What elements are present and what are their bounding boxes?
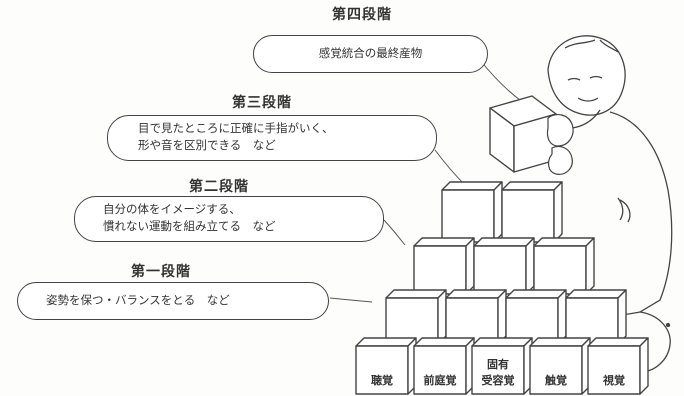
- stage-2-bubble: 自分の体をイメージする、 慣れない運動を組み立てる など: [74, 196, 384, 242]
- stage-2-line-2: 慣れない運動を組み立てる など: [103, 219, 276, 234]
- stage-3-title: 第三段階: [232, 95, 292, 111]
- block-row-4: [441, 181, 563, 243]
- stage-4-line-1: 感覚統合の最終産物: [318, 46, 423, 60]
- block-row-3: [413, 237, 595, 295]
- stage-3-bubble: 目で見たところに正確に手指がいく、 形や音を区別できる など: [107, 115, 437, 161]
- held-block: [489, 95, 557, 173]
- base-label-vestibular: 前庭覚: [423, 374, 457, 387]
- base-label-tactile: 触覚: [545, 374, 567, 387]
- stage-3-line-2: 形や音を区別できる など: [138, 138, 276, 153]
- connector-stage4: [479, 59, 521, 101]
- base-label-visual: 視覚: [603, 374, 625, 387]
- connector-stage3: [434, 149, 466, 186]
- stage-1-title: 第一段階: [131, 264, 191, 280]
- stage-1-line-1: 姿勢を保つ・バランスをとる など: [46, 293, 230, 307]
- stage-3-line-1: 目で見たところに正確に手指がいく、: [138, 121, 334, 135]
- base-label-hearing: 聴覚: [371, 374, 393, 387]
- stage-1-bubble: 姿勢を保つ・バランスをとる など: [17, 282, 329, 320]
- base-label-proprioceptive-2: 受容覚: [481, 374, 515, 387]
- block-row-2: [385, 289, 627, 345]
- child-hands: [546, 114, 574, 175]
- connector-stage1: [329, 297, 373, 303]
- base-label-proprioceptive-1: 固有: [487, 358, 509, 371]
- connector-stage2: [383, 219, 406, 246]
- stage-4-bubble: 感覚統合の最終産物: [253, 35, 488, 73]
- stage-4-title: 第四段階: [332, 7, 392, 23]
- block-row-1: [355, 337, 649, 395]
- block-pyramid: [355, 95, 649, 395]
- stage-2-line-1: 自分の体をイメージする、: [103, 202, 241, 216]
- stage-2-title: 第二段階: [189, 179, 249, 195]
